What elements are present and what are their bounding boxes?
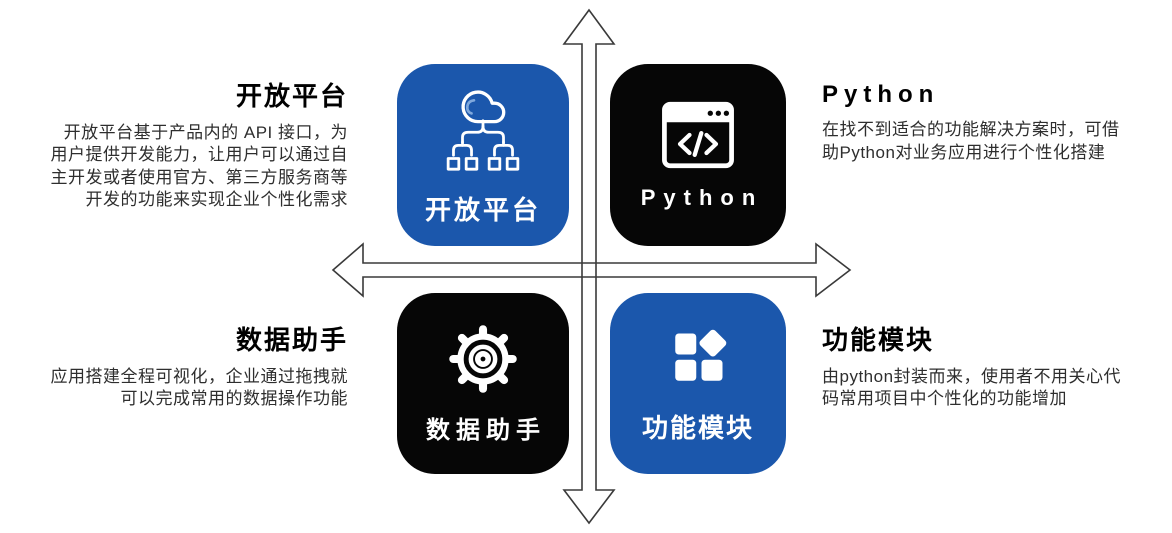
- horizontal-axis-arrow: [333, 244, 850, 296]
- section-function-module: 功能模块 由python封装而来，使用者不用关心代 码常用项目中个性化的功能增加: [822, 326, 1160, 411]
- card-open-platform: 开放平台: [397, 64, 569, 246]
- section-title-function-module: 功能模块: [822, 325, 935, 355]
- section-title-data-assistant: 数据助手: [235, 325, 348, 355]
- card-label-data-assistant: 数据助手: [426, 416, 546, 444]
- card-label-function-module: 功能模块: [641, 412, 754, 443]
- description-line: 码常用项目中个性化的功能增加: [822, 389, 1067, 409]
- description-line: 应用搭建全程可视化，企业通过拖拽就: [50, 366, 348, 386]
- description-line: 开放平台基于产品内的 API 接口，为: [63, 122, 348, 142]
- card-label-open-platform: 开放平台: [424, 195, 541, 225]
- section-open-platform: 开放平台 开放平台基于产品内的 API 接口，为 用户提供开发能力，让用户可以通…: [28, 82, 348, 212]
- card-data-assistant: 数据助手: [397, 293, 569, 474]
- description-line: 开发的功能来实现企业个性化需求: [85, 190, 348, 210]
- section-title-python: Python: [822, 81, 940, 108]
- description-line: 主开发或者使用官方、第三方服务商等: [50, 167, 348, 187]
- description-line: 可以完成常用的数据操作功能: [120, 389, 348, 409]
- section-python: Python 在找不到适合的功能解决方案时，可借 助Python对业务应用进行个…: [822, 81, 1160, 164]
- cloud-network-icon: [446, 90, 520, 171]
- card-python: Python: [610, 64, 786, 246]
- description-line: 在找不到适合的功能解决方案时，可借: [822, 120, 1120, 140]
- description-line: 用户提供开发能力，让用户可以通过自: [50, 145, 348, 165]
- card-function-module: 功能模块: [610, 293, 786, 474]
- card-label-python: Python: [640, 184, 764, 210]
- section-title-open-platform: 开放平台: [235, 81, 348, 111]
- description-line: 由python封装而来，使用者不用关心代: [822, 366, 1122, 386]
- vertical-axis-arrow: [564, 10, 614, 523]
- blocks-icon: [675, 329, 727, 381]
- code-window-icon: [662, 101, 734, 168]
- description-line: 助Python对业务应用进行个性化搭建: [822, 142, 1106, 162]
- gear-icon: [449, 324, 517, 393]
- section-data-assistant: 数据助手 应用搭建全程可视化，企业通过拖拽就 可以完成常用的数据操作功能: [28, 326, 348, 411]
